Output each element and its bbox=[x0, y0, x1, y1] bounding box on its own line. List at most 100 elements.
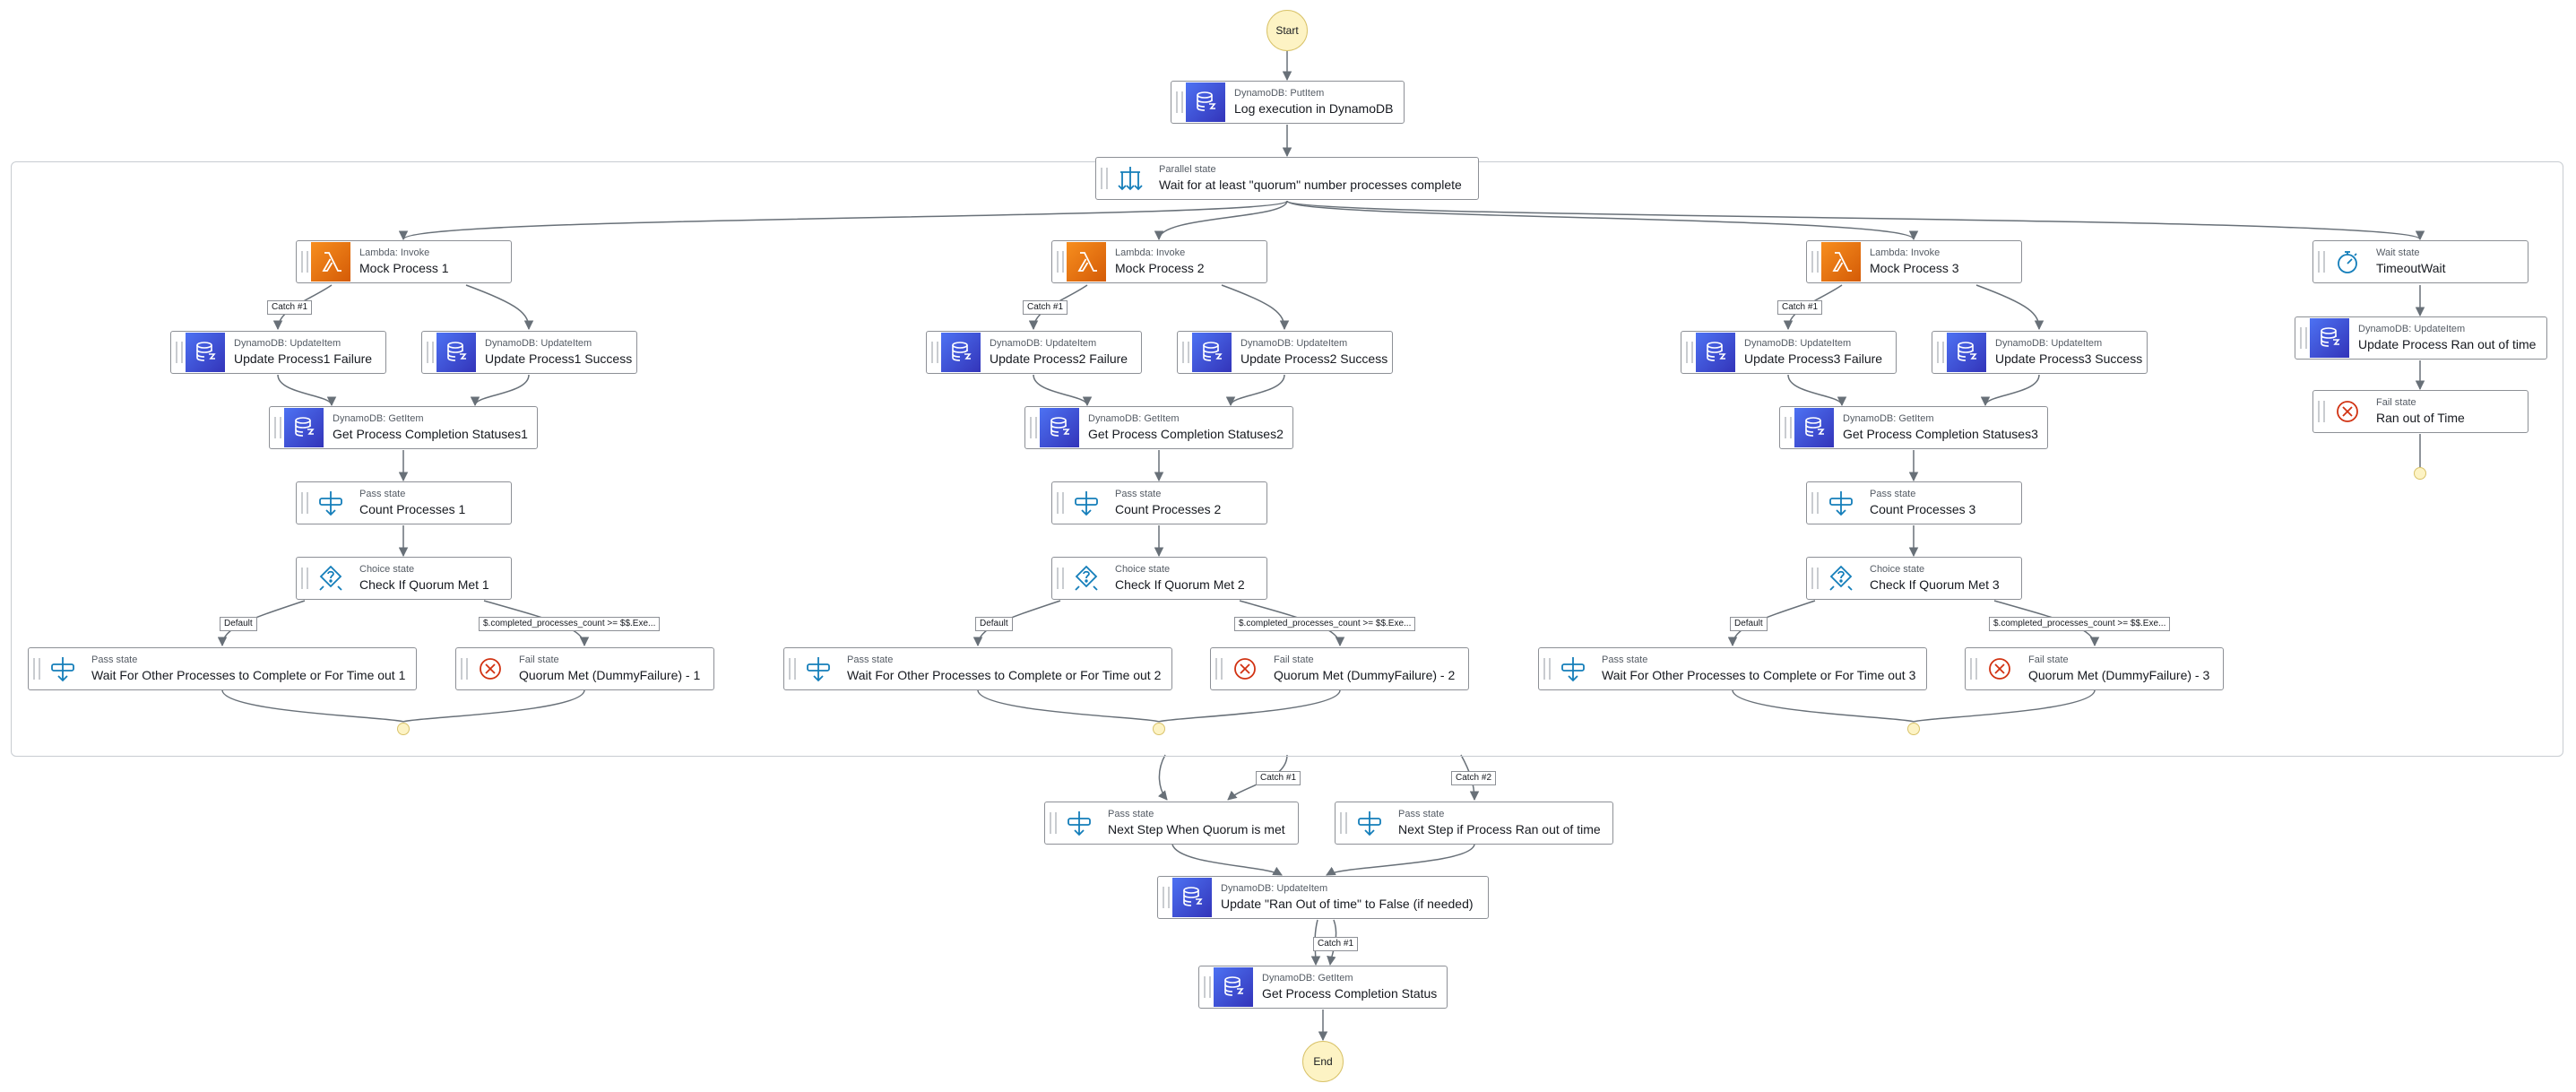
dynamodb-icon bbox=[1214, 967, 1253, 1007]
drag-handle[interactable] bbox=[427, 342, 434, 363]
edge-parallel-mock1 bbox=[399, 200, 1288, 241]
state-title: Mock Process 2 bbox=[1115, 261, 1205, 275]
drag-handle[interactable] bbox=[2318, 251, 2325, 273]
drag-handle[interactable] bbox=[1030, 417, 1037, 438]
start-label: Start bbox=[1275, 24, 1299, 37]
state-title: Next Step if Process Ran out of time bbox=[1398, 822, 1601, 836]
drag-handle[interactable] bbox=[33, 658, 40, 680]
drag-handle[interactable] bbox=[176, 342, 183, 363]
state-type: DynamoDB: UpdateItem bbox=[990, 338, 1097, 349]
state-title: Count Processes 1 bbox=[359, 502, 466, 516]
edge-mock2-succ2 bbox=[1221, 284, 1290, 331]
drag-handle[interactable] bbox=[1101, 168, 1108, 189]
drag-handle[interactable] bbox=[1182, 342, 1189, 363]
drag-handle[interactable] bbox=[1686, 342, 1693, 363]
drag-handle[interactable] bbox=[2318, 401, 2325, 422]
edge-quorum2-dot2 bbox=[1158, 689, 1341, 723]
drag-handle[interactable] bbox=[274, 417, 281, 438]
dynamodb-icon bbox=[1947, 333, 1986, 372]
drag-handle[interactable] bbox=[1937, 342, 1944, 363]
dynamodb-icon bbox=[941, 333, 981, 372]
end-state[interactable]: End bbox=[1302, 1041, 1344, 1082]
drag-handle[interactable] bbox=[1811, 492, 1819, 514]
drag-handle[interactable] bbox=[1204, 976, 1211, 998]
state-type: Fail state bbox=[2376, 397, 2416, 408]
drag-handle[interactable] bbox=[1543, 658, 1551, 680]
drag-handle[interactable] bbox=[1340, 812, 1347, 834]
drag-handle[interactable] bbox=[789, 658, 796, 680]
drag-handle[interactable] bbox=[1163, 887, 1170, 908]
drag-handle[interactable] bbox=[301, 251, 308, 273]
drag-handle[interactable] bbox=[1811, 568, 1819, 589]
choice-icon bbox=[311, 559, 350, 598]
state-type: Choice state bbox=[1870, 564, 1925, 575]
state-title: Quorum Met (DummyFailure) - 2 bbox=[1274, 668, 1456, 682]
state-title: Update Process3 Failure bbox=[1744, 351, 1883, 366]
drag-handle[interactable] bbox=[1215, 658, 1223, 680]
drag-handle[interactable] bbox=[1811, 251, 1819, 273]
edge-parallel-nextquorum bbox=[1157, 754, 1168, 801]
drag-handle[interactable] bbox=[301, 568, 308, 589]
edge-nextquorum-updfalse bbox=[1171, 844, 1283, 876]
drag-handle[interactable] bbox=[1050, 812, 1057, 834]
state-type: Pass state bbox=[1602, 654, 1648, 665]
drag-handle[interactable] bbox=[461, 658, 468, 680]
state-title: Update Process1 Success bbox=[485, 351, 633, 366]
edge-label-catch1-branch3: Catch #1 bbox=[1777, 300, 1823, 315]
drag-handle[interactable] bbox=[1057, 568, 1064, 589]
start-state[interactable]: Start bbox=[1266, 10, 1308, 51]
state-title: Wait for at least "quorum" number proces… bbox=[1159, 178, 1462, 192]
state-type: Pass state bbox=[91, 654, 138, 665]
branch-end-dot-1 bbox=[397, 723, 410, 735]
drag-handle[interactable] bbox=[931, 342, 938, 363]
dynamodb-icon bbox=[186, 333, 225, 372]
state-title: Get Process Completion Statuses3 bbox=[1843, 427, 2038, 441]
drag-handle[interactable] bbox=[2300, 327, 2307, 349]
drag-handle[interactable] bbox=[1057, 492, 1064, 514]
state-type: Lambda: Invoke bbox=[1870, 247, 1941, 258]
pass-icon bbox=[1059, 803, 1099, 843]
drag-handle[interactable] bbox=[1970, 658, 1977, 680]
drag-handle[interactable] bbox=[1176, 91, 1183, 113]
dynamodb-icon bbox=[437, 333, 476, 372]
drag-handle[interactable] bbox=[1057, 251, 1064, 273]
drag-handle[interactable] bbox=[301, 492, 308, 514]
edge-label-catch1-branch2: Catch #1 bbox=[1023, 300, 1068, 315]
drag-handle[interactable] bbox=[1785, 417, 1792, 438]
dynamodb-icon bbox=[1186, 82, 1225, 122]
dynamodb-icon bbox=[284, 408, 324, 447]
